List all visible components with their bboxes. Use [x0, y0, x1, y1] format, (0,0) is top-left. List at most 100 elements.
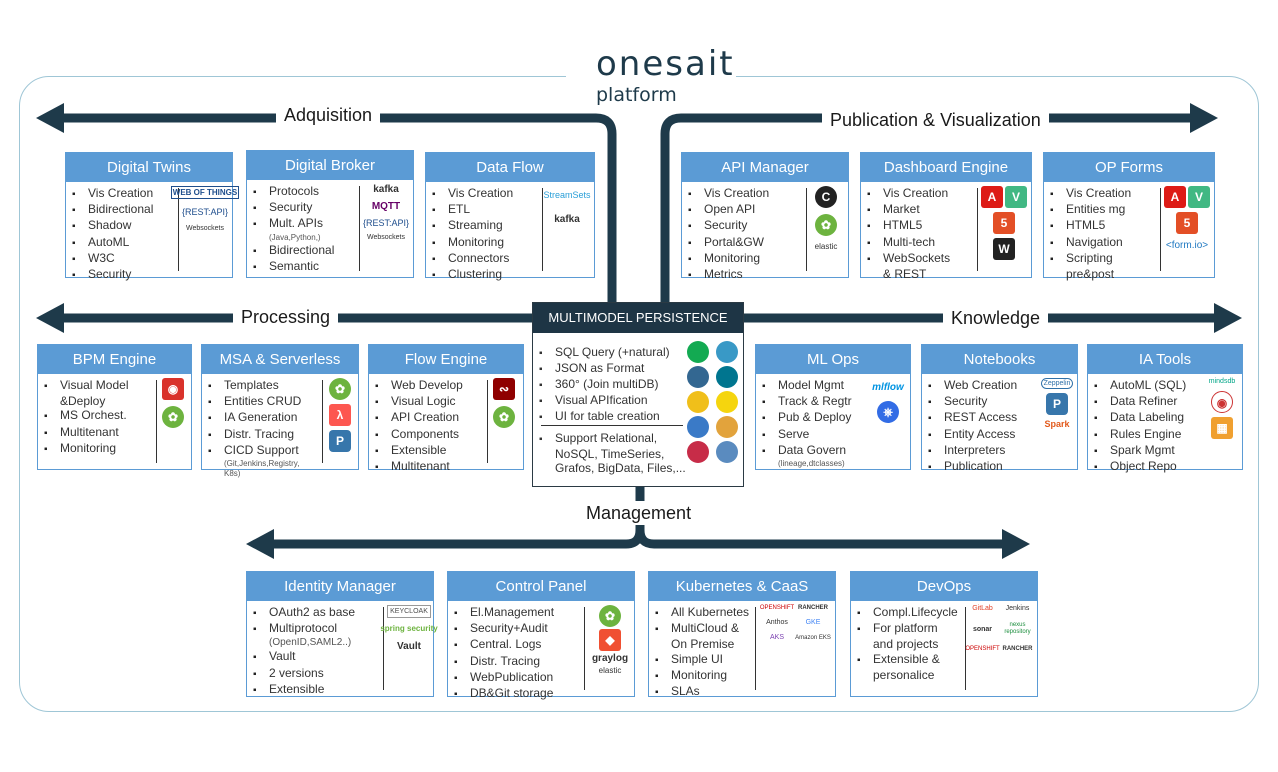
label-icon: ▦ [1204, 417, 1240, 439]
gitlab-icon: GitLab [972, 605, 993, 612]
postgis-icon [716, 441, 738, 463]
box-dashboard-engine: Dashboard Engine Vis CreationMarketHTML5… [860, 152, 1032, 281]
spring-icon: ✿ [324, 378, 356, 400]
feature-item: Web Creation [928, 378, 1017, 394]
feature-item: Spark Mgmt [1094, 443, 1186, 459]
feature-item: API Creation [375, 410, 463, 426]
feature-item: Pub & Deploy [762, 410, 852, 426]
box-title: MSA & Serverless [202, 345, 358, 374]
mqtt-icon: MQTT [371, 201, 401, 212]
box-notebooks: Notebooks Web CreationSecurityREST Acces… [921, 344, 1078, 473]
feature-item: WebPublication [454, 670, 554, 686]
feature-item: Streaming [432, 218, 513, 234]
box-msa-serverless: MSA & Serverless TemplatesEntities CRUDI… [201, 344, 359, 478]
elastic-icon: elastic [814, 242, 838, 251]
feature-item: &Deploy [60, 394, 106, 409]
box-kubernetes-caas: Kubernetes & CaaS All KubernetesMultiClo… [648, 571, 836, 700]
mindsdb-icon: mindsdb [1208, 378, 1236, 385]
publication-arrow [660, 113, 1205, 302]
openshift-icon: OPENSHIFT [965, 646, 1000, 652]
zeppelin-icon: Zeppelin [1039, 378, 1075, 389]
serverless-icon: λ [324, 404, 356, 426]
feature-item: Simple UI [655, 652, 749, 668]
nexus-icon: nexus repository [1004, 622, 1031, 635]
rancher-icon: RANCHER [1002, 646, 1033, 652]
box-title: Identity Manager [247, 572, 433, 601]
rest-api-icon: {REST:API} [362, 218, 410, 228]
keycloak-icon: KEYCLOAK [387, 605, 431, 618]
spring-icon: ✿ [487, 406, 521, 428]
box-title: API Manager [682, 153, 848, 182]
section-knowledge: Knowledge [943, 306, 1049, 330]
feature-item: Portal&GW [688, 235, 769, 251]
box-title: IA Tools [1088, 345, 1242, 374]
git-icon: ◆ [588, 629, 632, 651]
feature-item: Data Govern [762, 443, 852, 459]
feature-item: Model Mgmt [762, 378, 852, 394]
box-title: ML Ops [756, 345, 910, 374]
feature-item: 360° (Join multiDB) [539, 377, 670, 393]
feature-item: Connectors [432, 251, 513, 267]
box-title: DevOps [851, 572, 1037, 601]
mysql-icon [716, 366, 738, 388]
section-publication: Publication & Visualization [822, 108, 1049, 132]
adquisition-arrow [60, 113, 617, 302]
feature-item: IA Generation [208, 410, 301, 426]
box-api-manager: API Manager Vis CreationOpen APISecurity… [681, 152, 849, 281]
feature-item: 2 versions [253, 666, 355, 682]
feature-item: Entities CRUD [208, 394, 301, 410]
feature-item: DB&Git storage [454, 686, 554, 702]
formio-icon: <form.io> [1165, 240, 1209, 251]
jenkins-icon: Jenkins [1005, 605, 1030, 612]
box-title: Control Panel [448, 572, 634, 601]
feature-item: Web Develop [375, 378, 463, 394]
persistence-title: MULTIMODEL PERSISTENCE [533, 303, 743, 333]
box-control-panel: Control Panel El.ManagementSecurity+Audi… [447, 571, 635, 700]
anthos-icon: Anthos [766, 619, 788, 626]
feature-item: Central. Logs [454, 637, 554, 653]
feature-item: Compl.Lifecycle [857, 605, 958, 621]
wot-icon: WEB OF THINGS [170, 186, 240, 199]
feature-item: Shadow [72, 218, 153, 234]
mlflow-icon: mlflow [872, 382, 904, 393]
feature-item: Object Repo [1094, 459, 1186, 475]
feature-item: SQL Query (+natural) [539, 345, 670, 361]
feature-item: SLAs [655, 684, 749, 700]
refine-icon: ◉ [1204, 391, 1240, 413]
websockets-icon: W [979, 238, 1029, 260]
feature-item: Visual Logic [375, 394, 463, 410]
feature-item: Mult. APIs [253, 216, 334, 232]
feature-item: Vis Creation [688, 186, 769, 202]
feature-item: Metrics [688, 267, 769, 283]
box-title: BPM Engine [38, 345, 191, 374]
graylog-icon: graylog [591, 653, 629, 664]
feature-item: Security [253, 200, 334, 216]
feature-item: Vault [253, 649, 355, 665]
section-management: Management [578, 501, 700, 525]
box-ia-tools: IA Tools AutoML (SQL)Data RefinerData La… [1087, 344, 1243, 473]
gke-icon: GKE [805, 619, 821, 626]
box-flow-engine: Flow Engine Web DevelopVisual LogicAPI C… [368, 344, 524, 473]
feature-item: Serve [762, 427, 852, 443]
spring-security-icon: spring security [380, 624, 438, 633]
box-op-forms: OP Forms Vis CreationEntities mgHTML5Nav… [1043, 152, 1215, 281]
swagger-icon: C [806, 186, 846, 208]
feature-item: Multi-tech [867, 235, 950, 251]
feature-item: HTML5 [867, 218, 950, 234]
section-processing: Processing [233, 305, 339, 329]
section-adquisition: Adquisition [276, 103, 381, 127]
feature-item: Multitenant [375, 459, 463, 475]
feature-item: Vis Creation [867, 186, 950, 202]
feature-item: On Premise [671, 637, 735, 652]
feature-item: and projects [873, 637, 939, 652]
feature-item: HTML5 [1050, 218, 1131, 234]
mongodb-icon [687, 341, 709, 363]
feature-item: MultiCloud & [655, 621, 749, 637]
elastic-icon [687, 391, 709, 413]
feature-item: Publication [928, 459, 1017, 475]
html5-icon: 5 [1162, 212, 1212, 234]
bpm-icon: ◉ [157, 378, 189, 400]
feature-item: Entities mg [1050, 202, 1131, 218]
